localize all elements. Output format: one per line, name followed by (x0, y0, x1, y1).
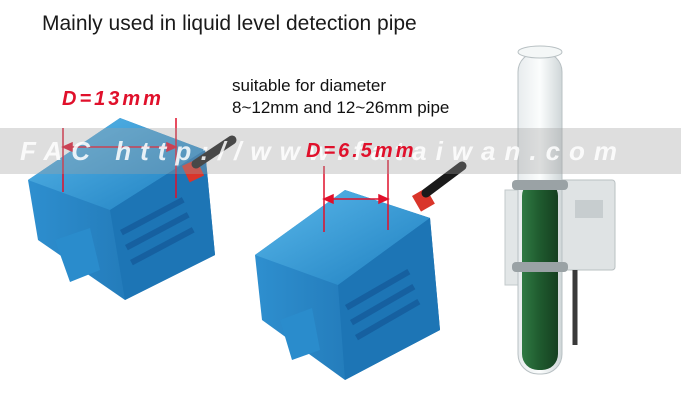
pipe-assembly (504, 45, 616, 375)
suitability-line-2: 8~12mm and 12~26mm pipe (232, 98, 450, 117)
watermark-text: FAC http://www.fataiwan.com (20, 136, 627, 166)
dimension-marker-large (61, 118, 178, 198)
headline: Mainly used in liquid level detection pi… (42, 12, 417, 35)
suitability-line-1: suitable for diameter (232, 76, 387, 95)
watermark-band (0, 128, 681, 174)
small-sensor (255, 161, 467, 380)
dimension-marker-small (322, 160, 390, 232)
dimension-label-large: D=13mm (62, 88, 164, 110)
dimension-label-small: D=6.5mm (306, 140, 417, 162)
large-sensor (28, 118, 237, 300)
